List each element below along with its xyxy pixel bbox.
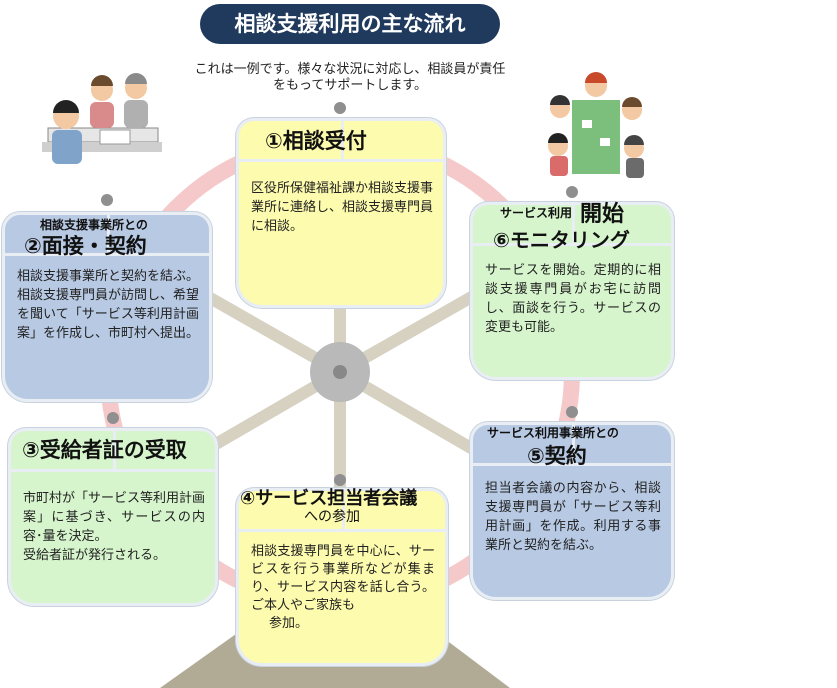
- step-4-card: 相談支援専門員を中心に、サービスを行う事業所などが集まり、サービス内容を話し合う…: [236, 488, 448, 666]
- step-2-heading-small: 相談支援事業所との: [40, 218, 148, 232]
- step-4-body-line-1: 相談支援専門員を中心に、サービスを行う事業所などが集まり、サービス内容を話し合う…: [251, 544, 435, 613]
- step-4-body-line-2: 参加。: [269, 616, 309, 631]
- wheel-hub-center: [333, 365, 347, 379]
- diagram-subtitle: これは一例です。様々な状況に対応し、相談員が責任をもってサポートします。: [194, 62, 506, 93]
- step-3-heading: ③受給者証の受取: [22, 438, 187, 462]
- step-2-body: 相談支援事業所と契約を結ぶ。相談支援専門員が訪問し、希望を聞いて「サービス等利用…: [17, 269, 200, 341]
- step-4-body: 相談支援専門員を中心に、サービスを行う事業所などが集まり、サービス内容を話し合う…: [251, 543, 435, 633]
- step-1-card: 区役所保健福祉課か相談支援事業所に連絡し、相談支援専門員に相談。: [236, 118, 446, 308]
- step-6-pin: [566, 186, 578, 198]
- step-5-body: 担当者会議の内容から、相談支援専門員が「サービス等利用計画」を作成。利用する事業…: [485, 481, 661, 553]
- step-1-heading: ①相談受付: [265, 129, 367, 153]
- step-5-card: 担当者会議の内容から、相談支援専門員が「サービス等利用計画」を作成。利用する事業…: [470, 422, 674, 600]
- step-5-heading: ⑤契約: [527, 444, 587, 468]
- consultation-people-icon: [42, 73, 162, 164]
- group-meeting-icon: [548, 72, 644, 178]
- step-4-pin: [334, 474, 346, 486]
- step-4-heading: ④サービス担当者会議: [240, 488, 418, 509]
- step-3-pin: [107, 412, 119, 424]
- diagram-title: 相談支援利用の主な流れ: [200, 4, 500, 44]
- step-2-pin: [101, 194, 113, 206]
- step-2-heading: ②面接・契約: [24, 234, 147, 258]
- step-3-body-line-1: 市町村が「サービス等利用計画案」に基づき、サービスの内容･量を決定。: [23, 491, 206, 544]
- step-1-pin: [334, 102, 346, 114]
- step-3-body-line-2: 受給者証が発行される。: [23, 548, 167, 563]
- step-5-pin: [566, 406, 578, 418]
- step-1-body: 区役所保健福祉課か相談支援事業所に連絡し、相談支援専門員に相談。: [251, 181, 434, 234]
- step-6-card: サービスを開始。定期的に相談支援専門員がお宅に訪問し、面談を行う。サービスの変更…: [470, 202, 674, 380]
- step-6-heading-small: サービス利用: [500, 206, 573, 220]
- step-2-card: 相談支援事業所と契約を結ぶ。相談支援専門員が訪問し、希望を聞いて「サービス等利用…: [2, 212, 212, 402]
- step-4-heading-sub: への参加: [304, 509, 360, 525]
- step-5-heading-small: サービス利用事業所との: [487, 426, 619, 440]
- step-6-heading: ⑥モニタリング: [493, 228, 630, 252]
- step-3-card: 市町村が「サービス等利用計画案」に基づき、サービスの内容･量を決定。 受給者証が…: [8, 428, 218, 606]
- step-3-body: 市町村が「サービス等利用計画案」に基づき、サービスの内容･量を決定。 受給者証が…: [23, 489, 205, 565]
- step-6-heading-big: 開始: [580, 202, 625, 227]
- step-6-body: サービスを開始。定期的に相談支援専門員がお宅に訪問し、面談を行う。サービスの変更…: [485, 263, 661, 335]
